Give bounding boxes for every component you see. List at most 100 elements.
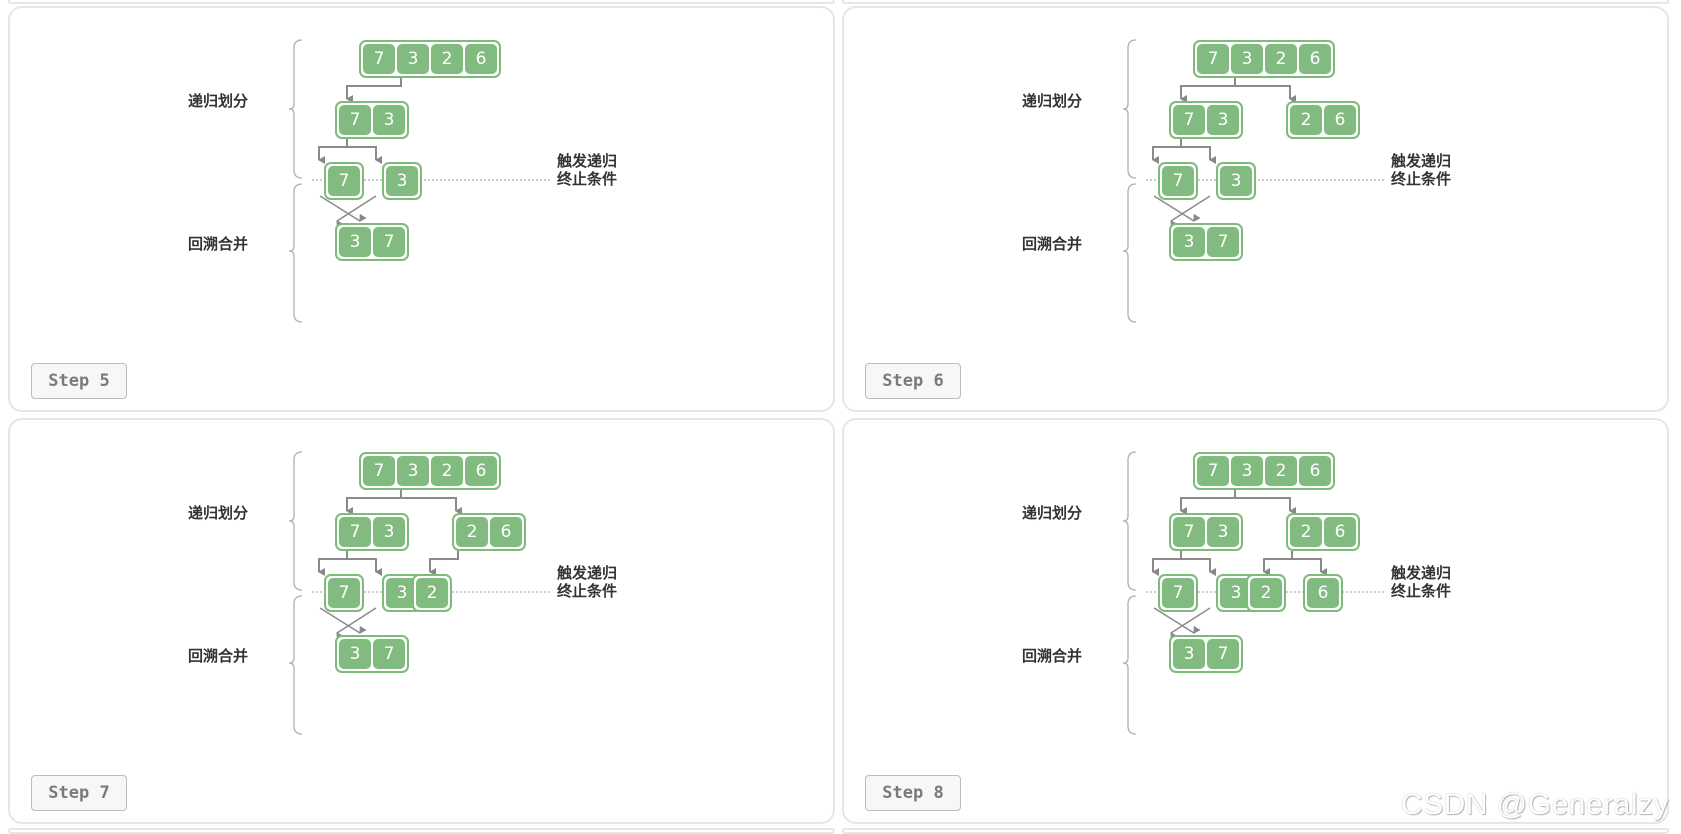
array-cell: 6 — [1324, 517, 1356, 547]
diagram-connectors — [1122, 451, 1384, 735]
brace-divide-icon — [288, 39, 303, 179]
termination-line1: 触发递归 — [557, 564, 618, 582]
array-cell: 2 — [431, 44, 463, 74]
step-indicator: Step 6 — [865, 363, 961, 399]
array-cell: 2 — [1265, 44, 1297, 74]
brace-divide-icon — [1122, 451, 1137, 591]
arrow-root-left — [346, 490, 402, 515]
merge-label: 回溯合并 — [188, 235, 249, 253]
divide-label: 递归划分 — [1022, 504, 1083, 522]
array-cell: 7 — [328, 578, 360, 608]
termination-line2: 终止条件 — [557, 170, 618, 188]
arrow-l2-leaf-b — [347, 146, 382, 164]
arrow-merge-b — [336, 607, 377, 641]
panel-edge-bottom-left — [8, 828, 835, 834]
array-cell: 2 — [431, 456, 463, 486]
array-cell: 7 — [1197, 44, 1229, 74]
brace-merge-icon — [288, 183, 303, 323]
divide-label: 递归划分 — [188, 504, 249, 522]
brace-merge-icon — [288, 595, 303, 735]
array-cell: 2 — [1250, 578, 1282, 608]
leaf-right-b: 6 — [1303, 574, 1343, 612]
array-cell: 7 — [339, 517, 371, 547]
arrow-l2-leaf-a — [318, 551, 348, 576]
arrow-l2r-leaf-a — [429, 551, 459, 576]
array-cell: 3 — [397, 456, 429, 486]
arrow-merge-a — [319, 607, 367, 634]
merge-label: 回溯合并 — [1022, 647, 1083, 665]
arrow-root-left — [346, 78, 402, 103]
leaf-right-a: 2 — [1246, 574, 1286, 612]
array-cell: 6 — [1299, 456, 1331, 486]
array-cell: 7 — [339, 105, 371, 135]
array-cell: 3 — [373, 105, 405, 135]
diagram-connectors — [288, 39, 550, 323]
array-cell: 3 — [386, 166, 418, 196]
arrow-l2r-leaf-b — [1292, 558, 1327, 576]
leaf-right-a: 2 — [412, 574, 452, 612]
array-cell: 7 — [1197, 456, 1229, 486]
divide-label: 递归划分 — [1022, 92, 1083, 110]
brace-divide-icon — [1122, 39, 1137, 179]
array-cell: 2 — [1290, 105, 1322, 135]
arrow-l2r-leaf-a — [1263, 551, 1293, 576]
step-indicator: Step 5 — [31, 363, 127, 399]
array-cell: 7 — [1162, 578, 1194, 608]
arrow-l2-leaf-b — [1181, 146, 1216, 164]
termination-label: 触发递归终止条件 — [1391, 564, 1451, 600]
array-cell: 3 — [1231, 456, 1263, 486]
arrow-merge-a — [319, 195, 367, 222]
array-cell: 3 — [1173, 227, 1205, 257]
watermark: CSDN @Generalzy — [1400, 788, 1669, 821]
array-cell: 6 — [1299, 44, 1331, 74]
array-cell: 3 — [1231, 44, 1263, 74]
array-cell: 3 — [1207, 517, 1239, 547]
brace-merge-icon — [1122, 595, 1137, 735]
step-indicator: Step 7 — [31, 775, 127, 811]
array-cell: 7 — [1173, 517, 1205, 547]
array-cell: 7 — [363, 456, 395, 486]
step-indicator: Step 8 — [865, 775, 961, 811]
brace-divide-icon — [288, 451, 303, 591]
termination-line1: 触发递归 — [1391, 152, 1452, 170]
array-cell: 3 — [1220, 166, 1252, 196]
termination-line2: 终止条件 — [557, 582, 618, 600]
array-cell: 3 — [373, 517, 405, 547]
leaf-left-a: 7 — [324, 162, 364, 200]
arrow-l2-leaf-b — [347, 558, 382, 576]
array-cell: 7 — [1207, 227, 1239, 257]
arrow-merge-a — [1153, 195, 1201, 222]
panel-edge-bottom-right — [842, 828, 1669, 834]
termination-line1: 触发递归 — [557, 152, 618, 170]
arrow-root-right — [1235, 497, 1296, 515]
panel-edge-top-left — [8, 0, 835, 4]
array-cell: 7 — [373, 639, 405, 669]
arrow-merge-b — [336, 195, 377, 229]
leaf-left-b: 3 — [382, 162, 422, 200]
arrow-l2-leaf-a — [1152, 551, 1182, 576]
leaf-left-a: 7 — [1158, 162, 1198, 200]
array-cell: 7 — [373, 227, 405, 257]
array-cell: 6 — [1324, 105, 1356, 135]
arrow-l2-leaf-a — [1152, 139, 1182, 164]
array-cell: 3 — [339, 227, 371, 257]
array-cell: 2 — [416, 578, 448, 608]
merge-label: 回溯合并 — [188, 647, 249, 665]
array-cell: 2 — [456, 517, 488, 547]
leaf-left-b: 3 — [1216, 162, 1256, 200]
array-cell: 3 — [339, 639, 371, 669]
